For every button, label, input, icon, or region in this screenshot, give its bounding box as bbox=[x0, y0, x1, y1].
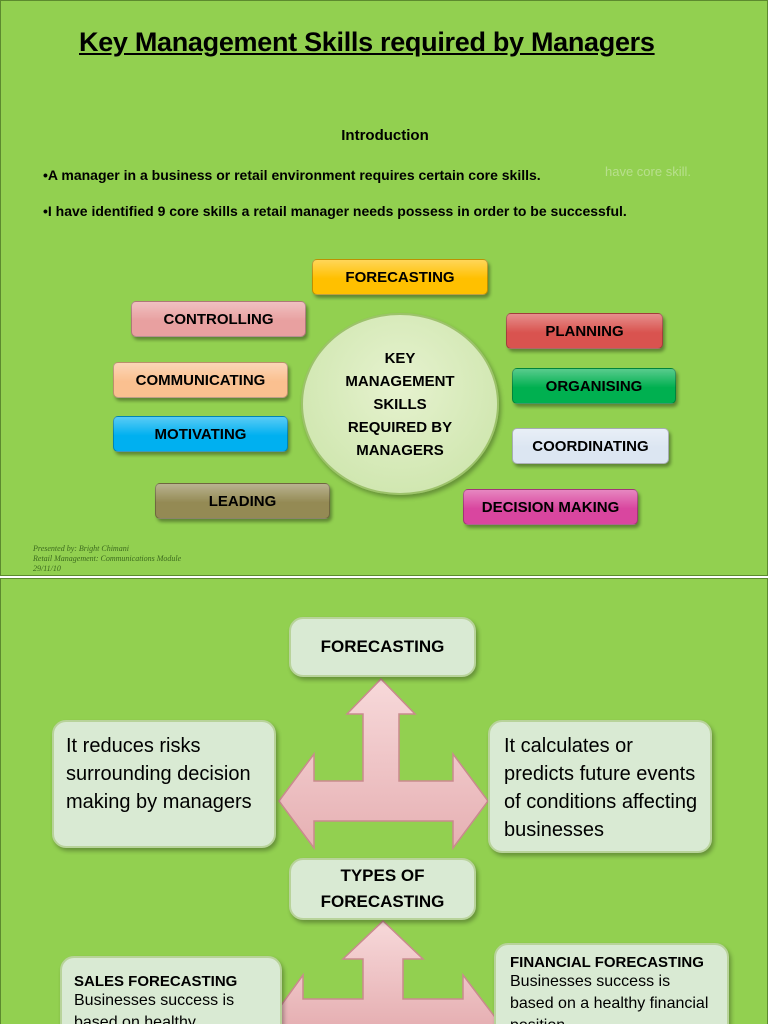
slide-2: FORECASTING It reduces risks surrounding… bbox=[0, 578, 768, 1024]
intro-heading: Introduction bbox=[341, 127, 429, 144]
skill-motivating: MOTIVATING bbox=[113, 416, 288, 452]
skill-coordinating: COORDINATING bbox=[512, 428, 669, 464]
sales-forecasting-box: SALES FORECASTING Businesses success is … bbox=[60, 956, 282, 1024]
skill-planning: PLANNING bbox=[506, 313, 663, 349]
types-box: TYPES OF FORECASTING bbox=[289, 858, 476, 920]
ghost-text: have core skill. bbox=[605, 164, 691, 179]
arrow-shape-upper bbox=[278, 677, 489, 851]
three-way-arrow-upper bbox=[266, 677, 502, 1024]
risk-reduction-text: It reduces risks surrounding decision ma… bbox=[66, 735, 252, 813]
sales-text: Businesses success is based on healthy bbox=[74, 992, 235, 1024]
financial-forecasting-box: FINANCIAL FORECASTING Businesses success… bbox=[494, 943, 729, 1024]
slide-1: Key Management Skills required by Manage… bbox=[0, 0, 768, 576]
credit-date: 29/11/10 bbox=[33, 564, 61, 573]
financial-title: FINANCIAL FORECASTING bbox=[510, 954, 704, 971]
forecasting-title: FORECASTING bbox=[320, 637, 445, 656]
slide-title: Key Management Skills required by Manage… bbox=[79, 27, 655, 57]
financial-text: Businesses success is based on a healthy… bbox=[510, 973, 709, 1024]
skill-controlling: CONTROLLING bbox=[131, 301, 306, 337]
prediction-box: It calculates or predicts future events … bbox=[488, 720, 712, 853]
risk-reduction-box: It reduces risks surrounding decision ma… bbox=[52, 720, 276, 848]
skill-decision-making: DECISION MAKING bbox=[463, 489, 638, 525]
bullet-core-skills: •A manager in a business or retail envir… bbox=[43, 167, 541, 183]
skill-organising: ORGANISING bbox=[512, 368, 676, 404]
types-title: TYPES OF FORECASTING bbox=[320, 866, 445, 911]
prediction-text: It calculates or predicts future events … bbox=[504, 735, 698, 841]
sales-title: SALES FORECASTING bbox=[74, 973, 238, 990]
center-label: KEY MANAGEMENT SKILLS REQUIRED BY MANAGE… bbox=[345, 349, 455, 459]
skill-forecasting: FORECASTING bbox=[312, 259, 488, 295]
credit-module: Retail Management: Communications Module bbox=[33, 554, 182, 563]
arrow-shape-lower bbox=[266, 919, 502, 1024]
skill-leading: LEADING bbox=[155, 483, 330, 519]
forecasting-box: FORECASTING bbox=[289, 617, 476, 677]
bullet-nine-skills: •I have identified 9 core skills a retai… bbox=[43, 203, 627, 219]
skill-communicating: COMMUNICATING bbox=[113, 362, 288, 398]
credit-presenter: Presented by: Bright Chimani bbox=[33, 544, 129, 553]
center-circle: KEY MANAGEMENT SKILLS REQUIRED BY MANAGE… bbox=[301, 313, 499, 495]
